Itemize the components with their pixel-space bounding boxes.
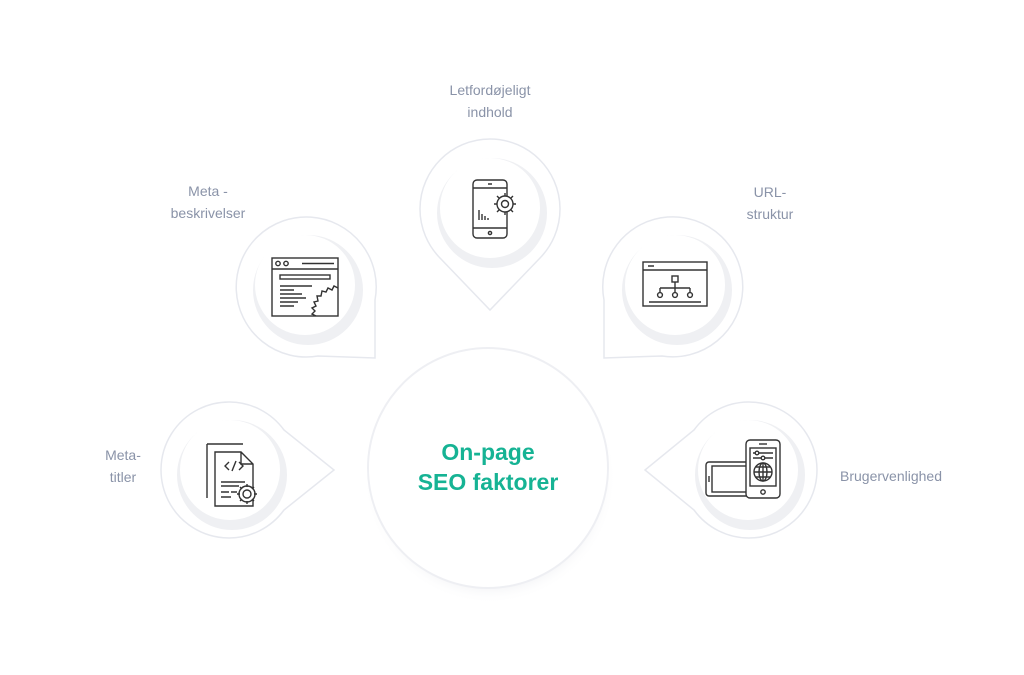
- browser-gear-icon: [271, 257, 339, 317]
- label-meta-beskrivelser: Meta - beskrivelser: [158, 180, 258, 224]
- label-line: beskrivelser: [170, 205, 246, 221]
- label-brugervenlighed: Brugervenlighed: [828, 465, 954, 487]
- mobile-gear-chart-icon: [472, 179, 516, 239]
- label-line: indhold: [467, 104, 513, 120]
- label-line: Meta -: [188, 183, 228, 199]
- devices-globe-icon: [705, 439, 781, 499]
- label-line: struktur: [746, 206, 794, 222]
- label-meta-titler: Meta- titler: [98, 444, 148, 488]
- center-title: On-page SEO faktorer: [368, 437, 608, 497]
- label-line: Brugervenlighed: [840, 468, 942, 484]
- center-title-line2: SEO faktorer: [417, 469, 559, 495]
- pin-letfordojeligt-indhold[interactable]: [419, 138, 561, 312]
- pin-meta-titler[interactable]: [160, 401, 336, 539]
- center-circle: [364, 347, 616, 604]
- label-url-struktur: URL- struktur: [730, 181, 810, 225]
- pin-meta-beskrivelser[interactable]: [235, 216, 377, 359]
- label-letfordojeligt-indhold: Letfordøjeligt indhold: [430, 79, 550, 123]
- browser-sitemap-icon: [642, 261, 708, 307]
- pin-url-struktur[interactable]: [602, 216, 744, 359]
- label-line: titler: [109, 469, 137, 485]
- center-title-line1: On-page: [441, 439, 535, 465]
- pin-brugervenlighed[interactable]: [643, 401, 818, 539]
- code-document-gear-icon: [206, 443, 257, 507]
- label-line: URL-: [753, 184, 787, 200]
- label-line: Letfordøjeligt: [449, 82, 531, 98]
- label-line: Meta-: [105, 447, 141, 463]
